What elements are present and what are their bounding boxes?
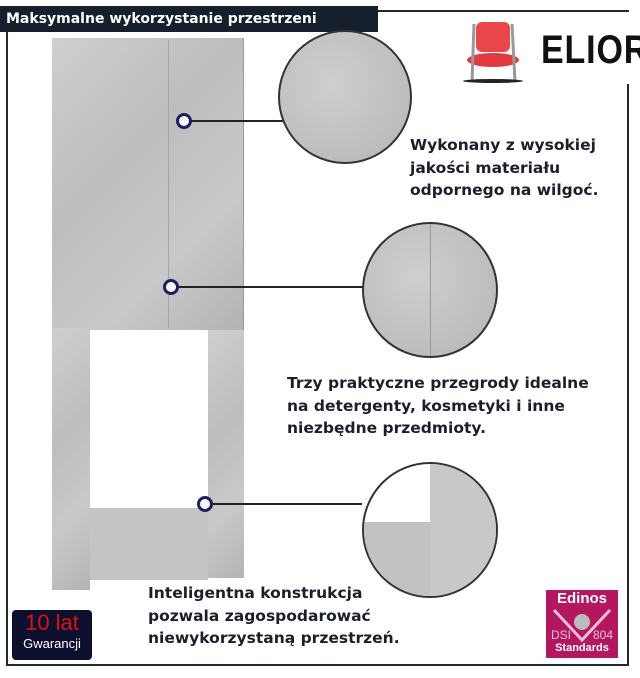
feature-text-material: Wykonany z wysokiej jakości materiału od… <box>410 134 598 202</box>
warranty-badge: 10 lat Gwarancji <box>12 610 92 660</box>
chair-icon <box>463 22 523 83</box>
text-line: na detergenty, kosmetyki i inne <box>287 396 565 415</box>
detail-circle-shelves <box>362 222 498 358</box>
feature-text-shelves: Trzy praktyczne przegrody idealne na det… <box>287 372 589 440</box>
text-line: odpornego na wilgoć. <box>410 181 599 199</box>
warranty-years: 10 lat <box>25 610 79 635</box>
certificate-right: 804 <box>592 628 613 642</box>
certificate-left: DSI <box>551 628 572 642</box>
text-line: Inteligentna konstrukcja <box>148 584 363 602</box>
text-line: niezbędne przedmioty. <box>287 419 486 437</box>
hotspot-construction[interactable] <box>197 496 213 512</box>
text-line: Trzy praktyczne przegrody idealne <box>287 374 589 392</box>
warranty-label: Gwarancji <box>23 636 81 651</box>
brand-logo: ELIOR <box>448 12 640 84</box>
feature-text-construction: Inteligentna konstrukcja pozwala zagospo… <box>148 582 400 650</box>
page-title: Maksymalne wykorzystanie przestrzeni <box>0 6 378 32</box>
hotspot-material[interactable] <box>176 113 192 129</box>
detail-circle-construction <box>362 462 498 598</box>
certificate-bottom: Standards <box>555 642 609 654</box>
text-line: niewykorzystaną przestrzeń. <box>148 629 400 647</box>
text-line: pozwala zagospodarować <box>148 606 371 625</box>
text-line: jakości materiału <box>410 158 561 177</box>
text-line: Wykonany z wysokiej <box>410 136 596 154</box>
certificate-name: Edinos <box>556 590 607 607</box>
detail-circle-material <box>278 30 412 164</box>
certificate-badge: Edinos DSI 804 Standards <box>546 590 618 658</box>
hotspot-shelves[interactable] <box>163 279 179 295</box>
certificate-v-icon <box>552 608 612 642</box>
brand-name: ELIOR <box>541 28 640 72</box>
